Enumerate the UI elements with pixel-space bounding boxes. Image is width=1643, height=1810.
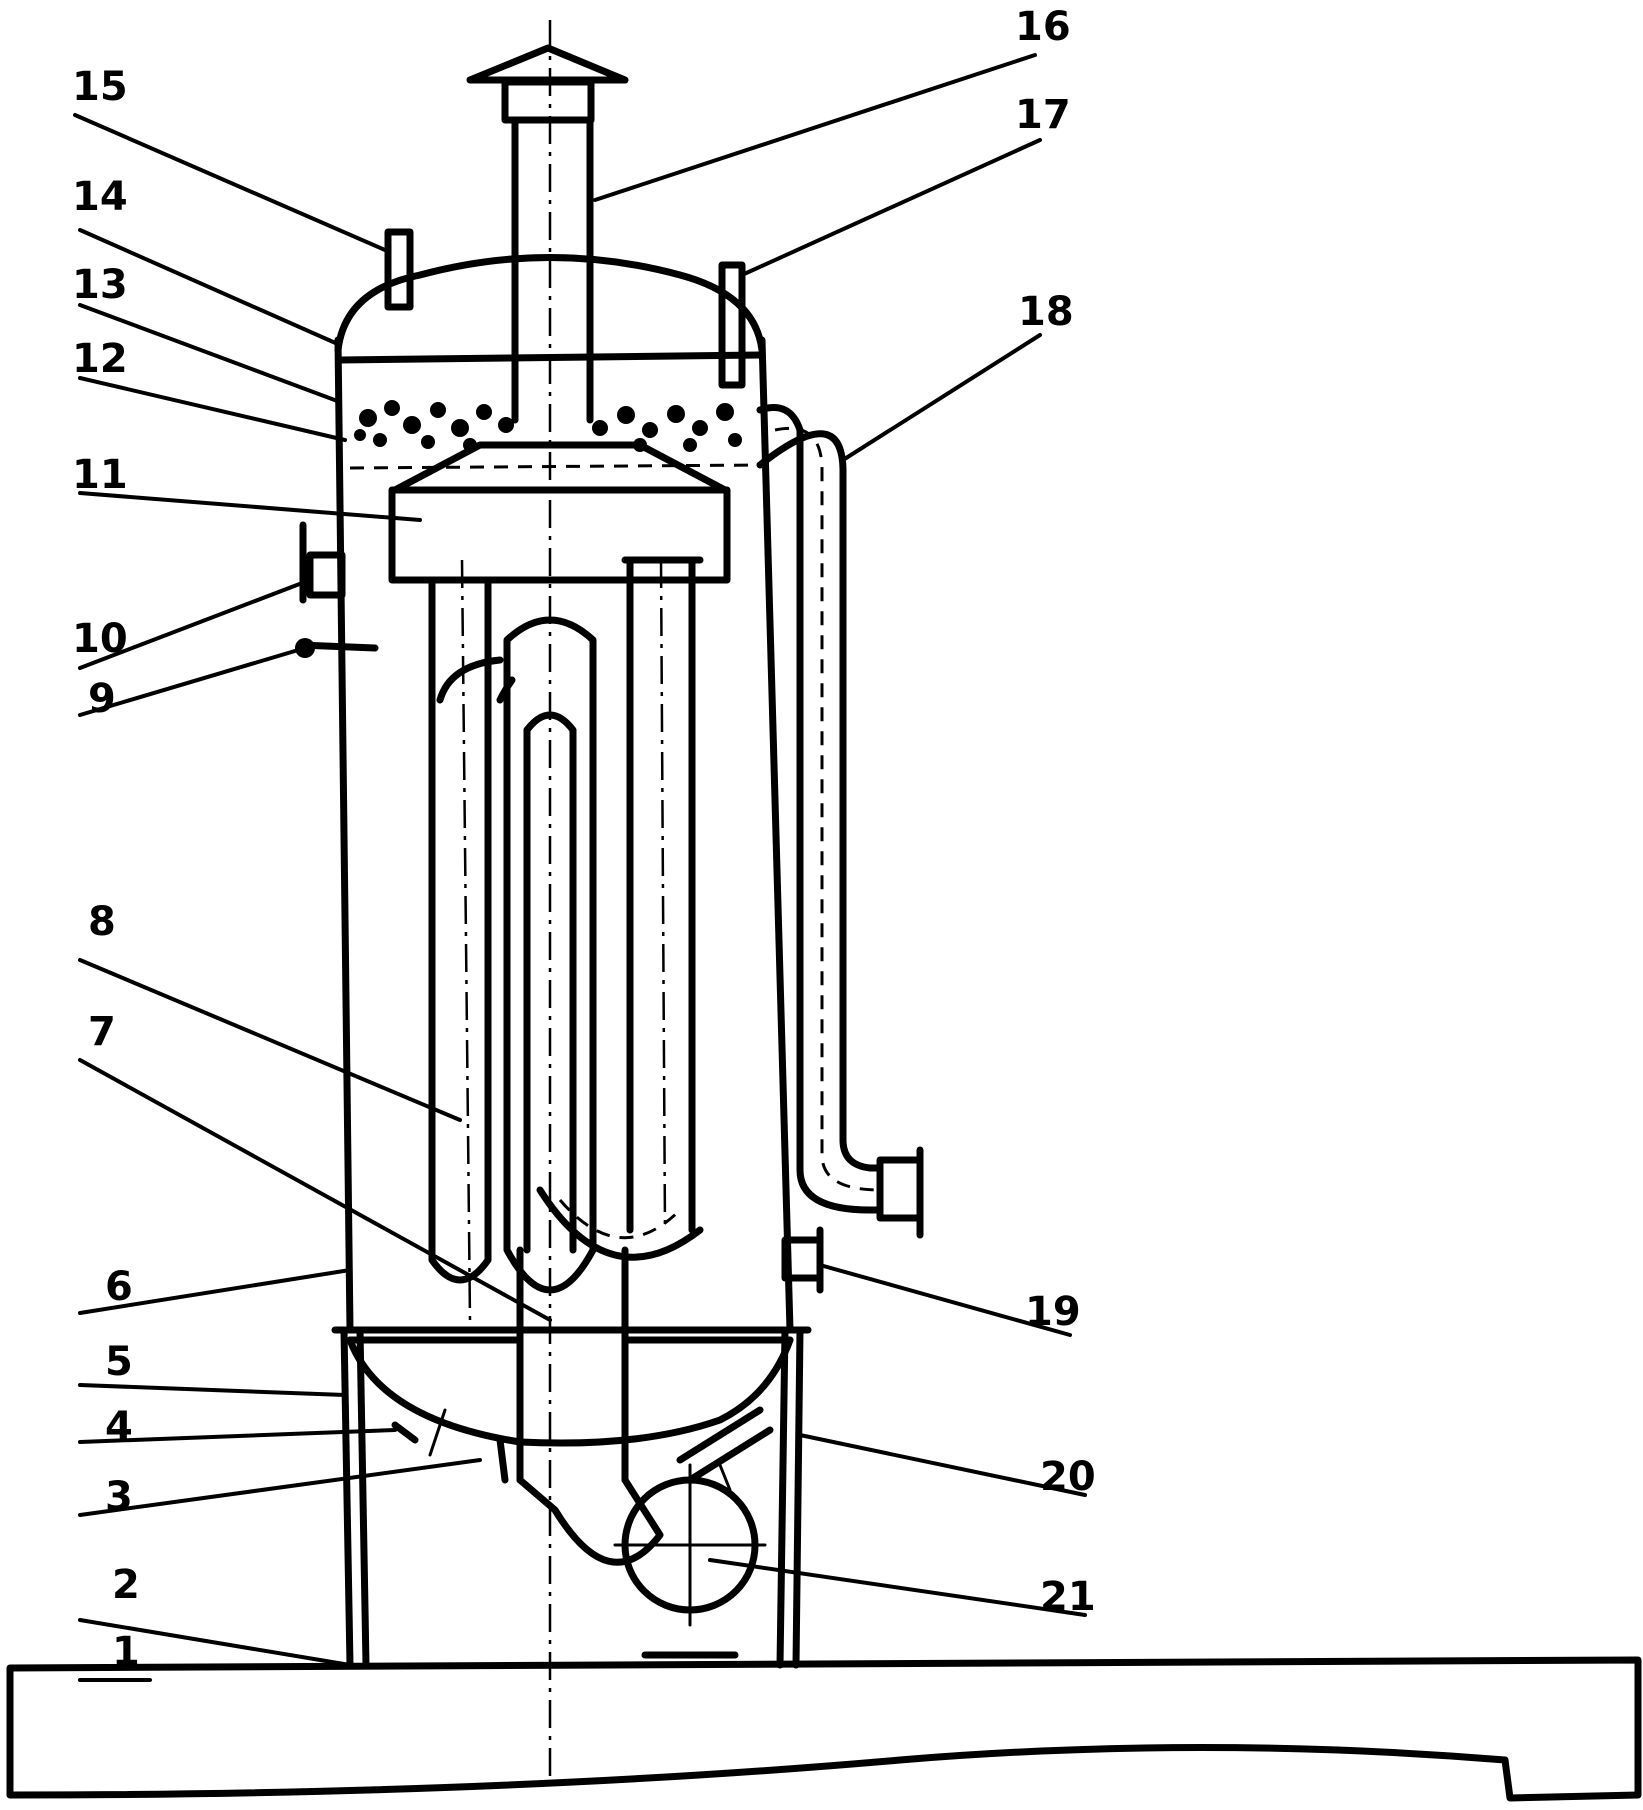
base-slab bbox=[6, 1656, 1642, 1802]
center-tube bbox=[503, 616, 664, 1566]
label-4: 4 bbox=[105, 1404, 133, 1450]
label-21: 21 bbox=[1040, 1574, 1096, 1620]
left-flue-tube bbox=[428, 559, 516, 1321]
label-14: 14 bbox=[72, 174, 128, 220]
outer-riser-pipe bbox=[756, 404, 924, 1239]
leader-lines bbox=[73, 53, 1087, 1682]
label-15: 15 bbox=[72, 64, 128, 110]
label-10: 10 bbox=[72, 616, 128, 662]
label-18: 18 bbox=[1018, 289, 1074, 335]
label-16: 16 bbox=[1015, 4, 1071, 50]
packing-layer bbox=[349, 400, 761, 470]
label-2: 2 bbox=[112, 1562, 140, 1608]
bottom-details bbox=[391, 1406, 774, 1659]
nozzles bbox=[295, 228, 824, 1294]
right-flue-tube bbox=[536, 556, 704, 1261]
label-19: 19 bbox=[1025, 1289, 1081, 1335]
part-labels: 15 14 13 12 11 10 9 8 7 6 5 4 3 2 1 16 1… bbox=[72, 4, 1096, 1675]
label-12: 12 bbox=[72, 336, 128, 382]
label-17: 17 bbox=[1015, 92, 1071, 138]
label-11: 11 bbox=[72, 452, 128, 498]
label-9: 9 bbox=[88, 676, 116, 722]
label-5: 5 bbox=[105, 1339, 133, 1385]
label-1: 1 bbox=[112, 1629, 140, 1675]
main-shell bbox=[334, 254, 794, 1447]
label-13: 13 bbox=[72, 262, 128, 308]
label-3: 3 bbox=[105, 1474, 133, 1520]
chimney bbox=[466, 20, 629, 1780]
support-skirt bbox=[331, 1326, 812, 1669]
combustion-head bbox=[388, 441, 731, 584]
label-7: 7 bbox=[88, 1009, 116, 1055]
label-6: 6 bbox=[105, 1264, 133, 1310]
label-8: 8 bbox=[88, 899, 116, 945]
label-20: 20 bbox=[1040, 1454, 1096, 1500]
